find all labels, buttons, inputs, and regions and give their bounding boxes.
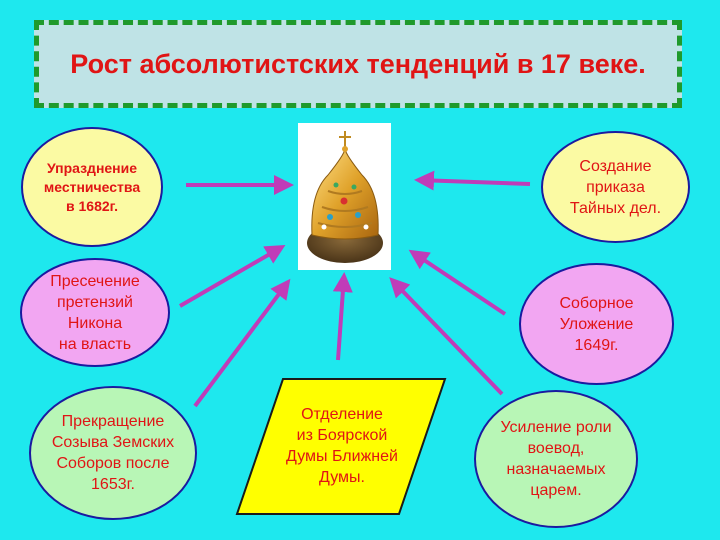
node-bottom-center: Отделение из Боярской Думы Ближней Думы. (235, 378, 447, 515)
node-top-right: Создание приказа Тайных дел. (541, 131, 690, 243)
arrow-bottom-right (389, 277, 504, 396)
arrow-mid-right (408, 249, 507, 316)
crown-image (298, 123, 391, 270)
crown-icon (307, 131, 383, 263)
page-title: Рост абсолютистских тенденций в 17 веке. (70, 49, 646, 79)
node-bottom-left: Прекращение Созыва Земских Соборов после… (29, 386, 197, 520)
node-bottom-right: Усиление роли воевод, назначаемых царем. (474, 390, 638, 528)
arrow-mid-left (178, 244, 286, 308)
arrow-bottom-left (193, 278, 291, 408)
node-mid-right: Соборное Уложение 1649г. (519, 263, 674, 385)
node-mid-left: Пресечение претензий Никона на власть (20, 258, 170, 367)
title-box: Рост абсолютистских тенденций в 17 веке. (34, 20, 682, 108)
arrow-bottom-center (332, 272, 353, 361)
node-top-left: Упразднение местничества в 1682г. (21, 127, 163, 247)
arrow-top-right (414, 170, 531, 191)
